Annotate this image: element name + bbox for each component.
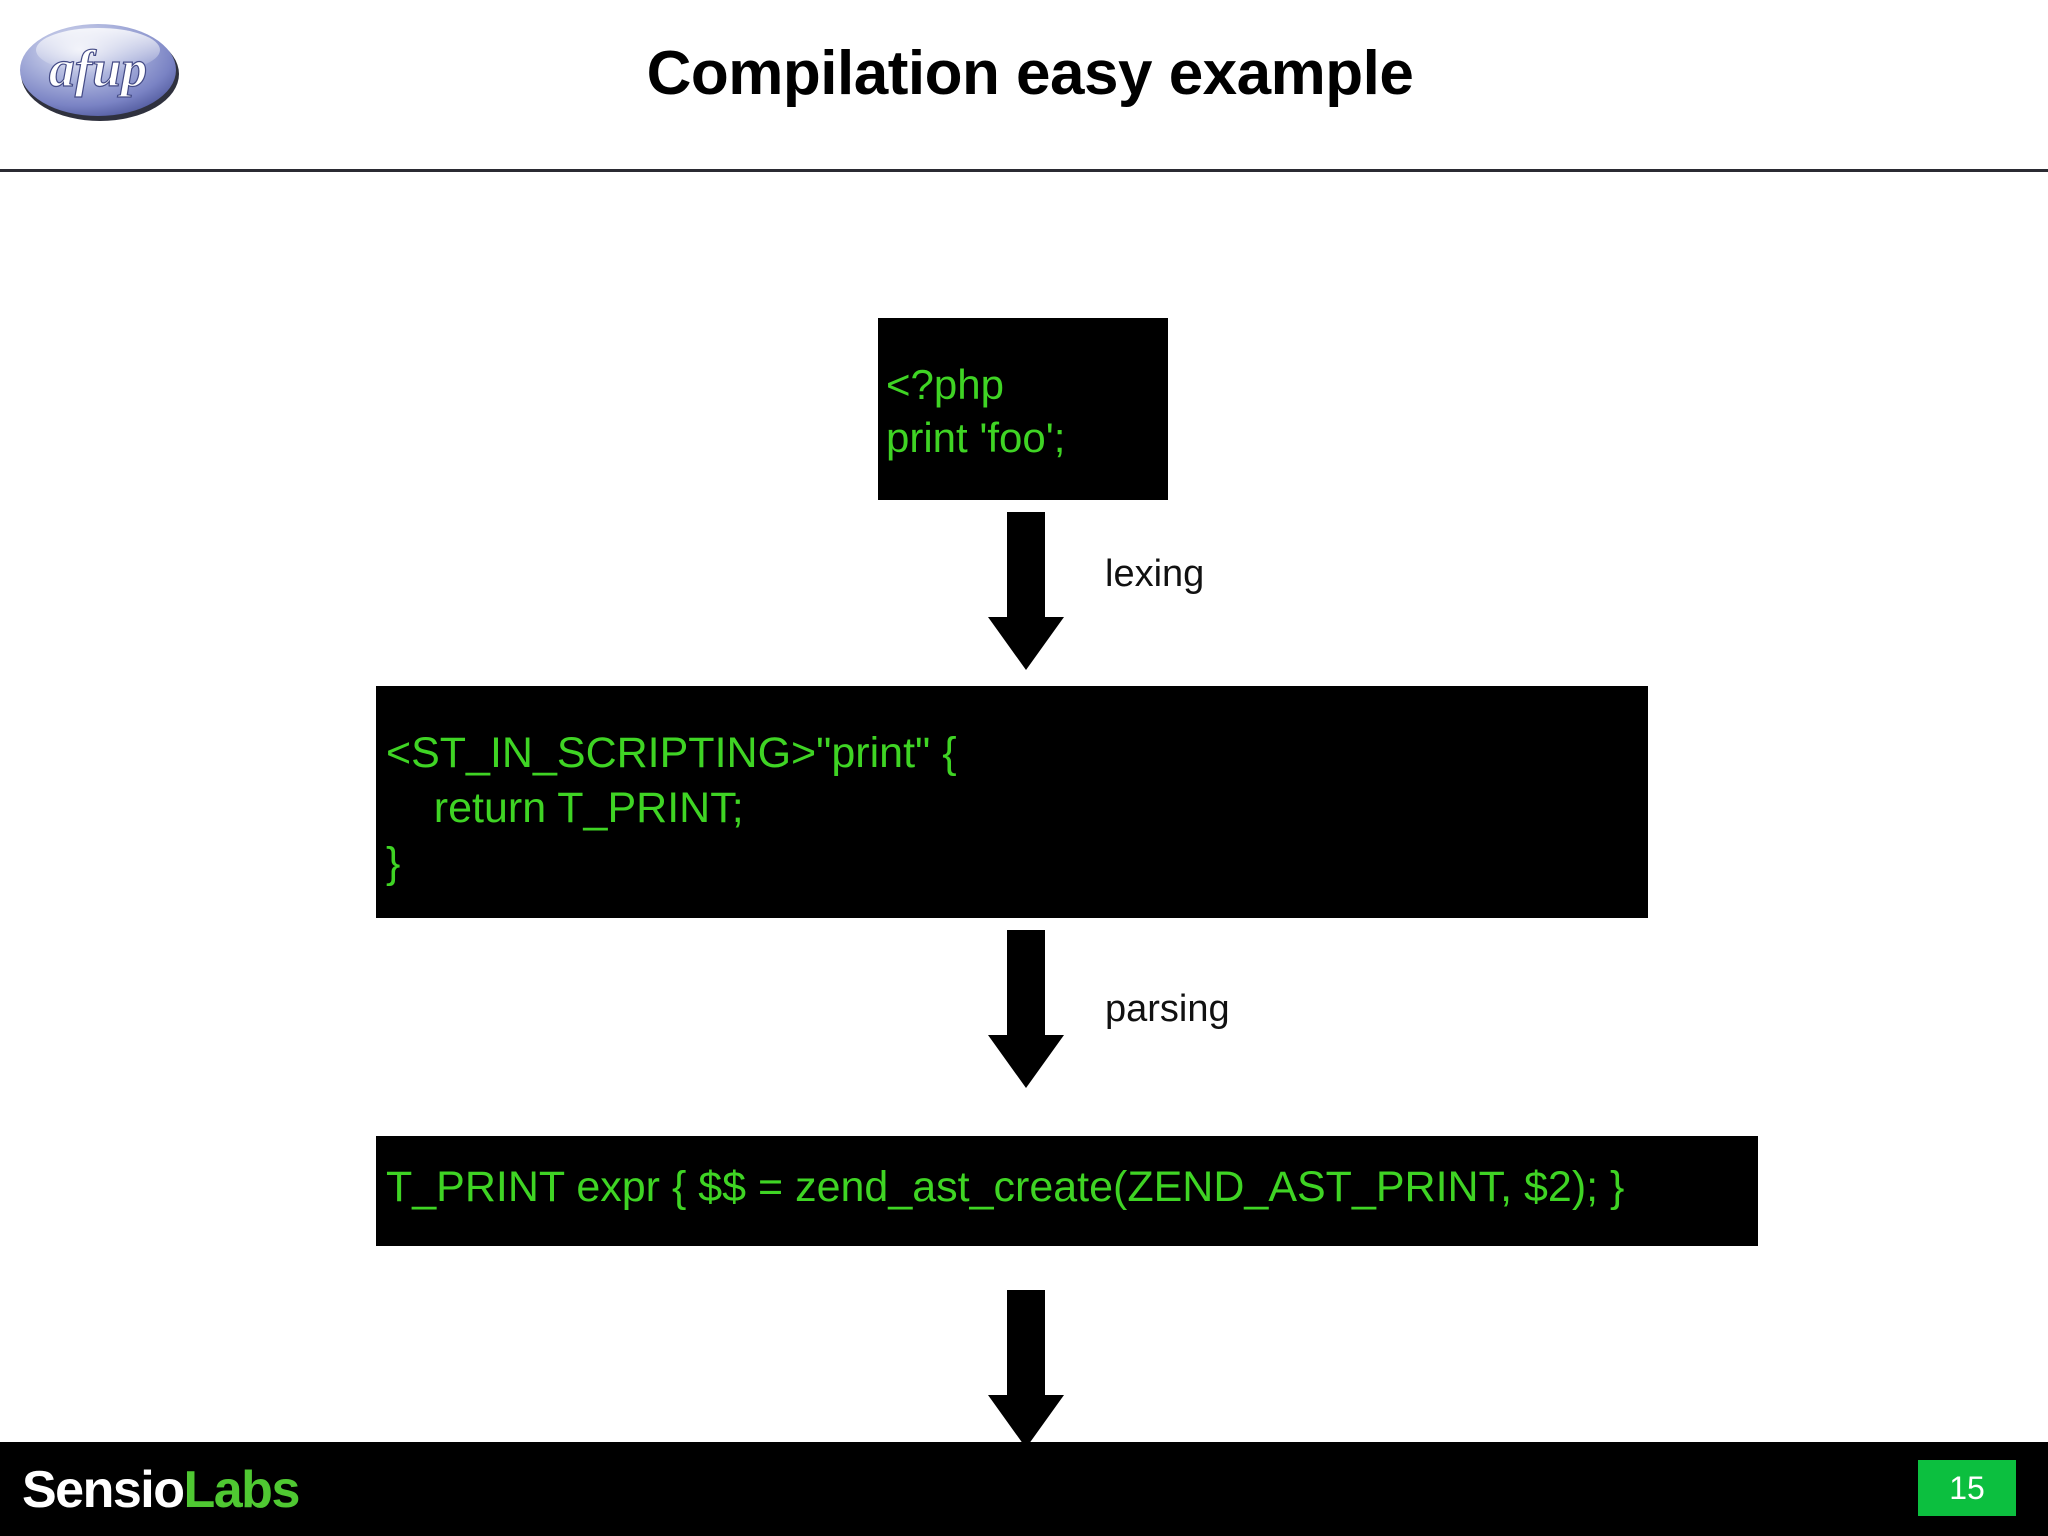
code-block-source: <?php print 'foo';: [878, 318, 1168, 500]
afup-logo-icon: afup: [12, 16, 194, 126]
arrow-down-lexing-icon: [988, 512, 1064, 672]
page-number-badge: 15: [1918, 1460, 2016, 1516]
sensiolabs-logo: SensioLabs: [22, 1461, 301, 1519]
code-block-parser-rule: T_PRINT expr { $$ = zend_ast_create(ZEND…: [376, 1136, 1758, 1246]
arrow-label-parsing: parsing: [1105, 988, 1230, 1030]
arrow-down-parsing-icon: [988, 930, 1064, 1090]
sensiolabs-logo-part-1: Sensio: [22, 1461, 185, 1519]
svg-text:afup: afup: [49, 41, 147, 98]
arrow-label-lexing: lexing: [1105, 553, 1205, 595]
header-divider: [0, 169, 2048, 172]
footer-bar: [0, 1442, 2048, 1536]
code-block-lexer-rule: <ST_IN_SCRIPTING>"print" { return T_PRIN…: [376, 686, 1648, 918]
sensiolabs-logo-part-2: Labs: [183, 1461, 301, 1519]
arrow-down-next-icon: [988, 1290, 1064, 1450]
page-title: Compilation easy example: [646, 39, 1414, 108]
